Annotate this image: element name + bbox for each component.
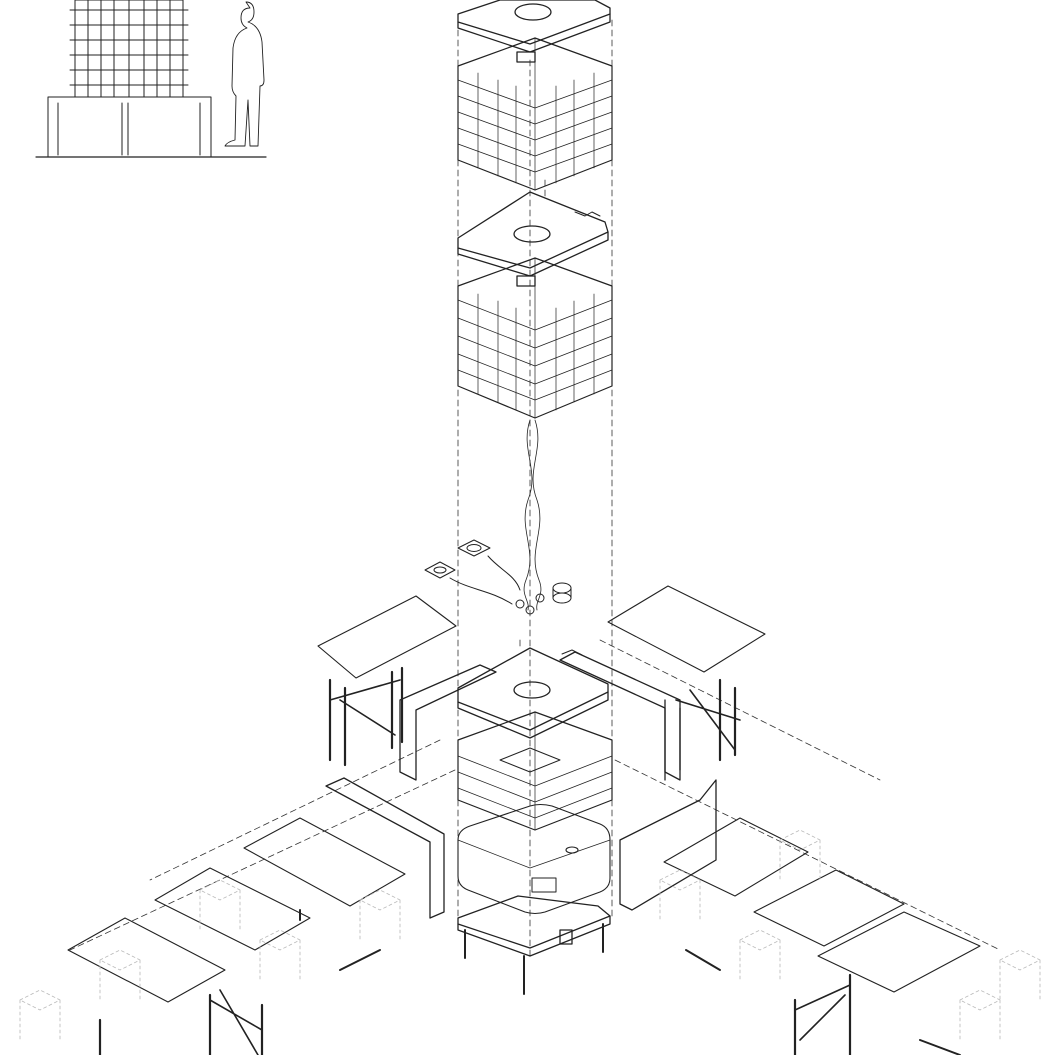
tables-right-wing [619,779,981,1055]
drip-hose [523,419,542,611]
tank-cage-middle [457,257,613,419]
reference-elevation [35,0,267,158]
tables-left-wing [67,777,445,1055]
tank-lid-upper [457,0,611,63]
tank-bladder [457,803,611,915]
elevation-cage [69,0,189,98]
table-right-upper [559,585,766,781]
tank-lid-lower [457,647,609,739]
table-left-upper [317,595,497,781]
tank-lid-middle [457,191,609,287]
tank-cage-upper [457,37,613,191]
tank-base [457,895,611,995]
human-silhouette [224,1,265,147]
ghost-stools [19,829,1041,1041]
pump-fittings [424,539,572,615]
tank-cage-lower [457,711,613,831]
